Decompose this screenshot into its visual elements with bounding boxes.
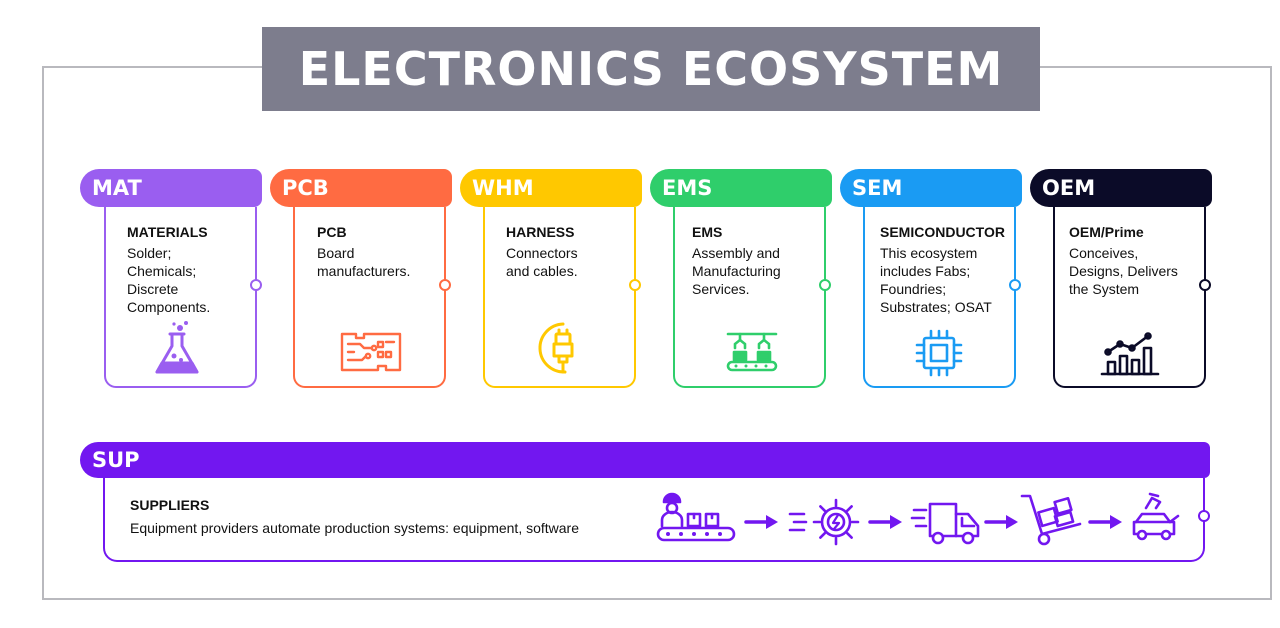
- segment-panel-whm: [483, 207, 641, 388]
- connector-endpoint: [819, 279, 831, 291]
- segment-panel-ems: [673, 207, 831, 388]
- segment-code: MAT: [92, 176, 142, 200]
- connector-endpoint: [1198, 510, 1210, 522]
- connector-endpoint: [1199, 279, 1211, 291]
- connector-endpoint: [250, 279, 262, 291]
- circuit-board-icon: [340, 332, 402, 372]
- segment-pill-pcb: PCB: [270, 169, 452, 207]
- suppliers-bar: SUP: [80, 442, 1210, 478]
- cable-connector-icon: [538, 322, 574, 374]
- arrow-right-icon: [744, 515, 778, 529]
- page-title: ELECTRONICS ECOSYSTEM: [298, 42, 1004, 96]
- segment-description: Board manufacturers.: [317, 245, 411, 279]
- segment-pill-ems: EMS: [650, 169, 832, 207]
- segment-pill-oem: OEM: [1030, 169, 1212, 207]
- segment-heading: OEM/Prime: [1069, 224, 1144, 240]
- connector-endpoint: [629, 279, 641, 291]
- suppliers-description: Equipment providers automate production …: [130, 520, 580, 536]
- segment-heading: EMS: [692, 224, 723, 240]
- segment-pill-whm: WHM: [460, 169, 642, 207]
- connector-endpoint: [439, 279, 451, 291]
- segment-description: Connectors and cables.: [506, 245, 578, 279]
- segment-pill-mat: MAT: [80, 169, 262, 207]
- segment-description: Solder; Chemicals; Discrete Components.: [127, 245, 211, 315]
- hand-truck-icon: [1020, 494, 1082, 546]
- segment-panel-sem: [863, 207, 1021, 388]
- segment-code: SUP: [92, 448, 140, 472]
- segment-panel-pcb: [293, 207, 451, 388]
- segment-pill-sem: SEM: [840, 169, 1022, 207]
- gear-power-icon: [788, 498, 860, 546]
- chip-icon: [915, 329, 963, 377]
- arrow-right-icon: [868, 515, 902, 529]
- hand-car-icon: [1132, 492, 1180, 541]
- delivery-truck-icon: [910, 502, 980, 545]
- segment-description: This ecosystem includes Fabs; Foundries;…: [880, 245, 992, 315]
- segment-code: PCB: [282, 176, 329, 200]
- segment-code: SEM: [852, 176, 903, 200]
- suppliers-panel: [103, 478, 1210, 562]
- segment-description: Conceives, Designs, Delivers the System: [1069, 245, 1178, 297]
- segment-code: WHM: [472, 176, 534, 200]
- connector-endpoint: [1009, 279, 1021, 291]
- segment-description: Assembly and Manufacturing Services.: [692, 245, 781, 297]
- segment-heading: HARNESS: [506, 224, 575, 240]
- arrow-right-icon: [984, 515, 1018, 529]
- title-banner: ELECTRONICS ECOSYSTEM: [262, 27, 1040, 111]
- conveyor-worker-icon: [656, 492, 736, 542]
- segment-panel-mat: [104, 207, 262, 388]
- segment-heading: SEMICONDUCTOR: [880, 224, 1005, 240]
- assembly-line-icon: [726, 332, 778, 372]
- arrow-right-icon: [1088, 515, 1122, 529]
- flask-icon: [155, 321, 199, 374]
- segment-code: OEM: [1042, 176, 1096, 200]
- segment-code: EMS: [662, 176, 713, 200]
- segment-heading: MATERIALS: [127, 224, 208, 240]
- growth-chart-icon: [1100, 332, 1160, 376]
- segment-heading: PCB: [317, 224, 347, 240]
- segment-panel-oem: [1053, 207, 1211, 388]
- suppliers-heading: SUPPLIERS: [130, 497, 210, 513]
